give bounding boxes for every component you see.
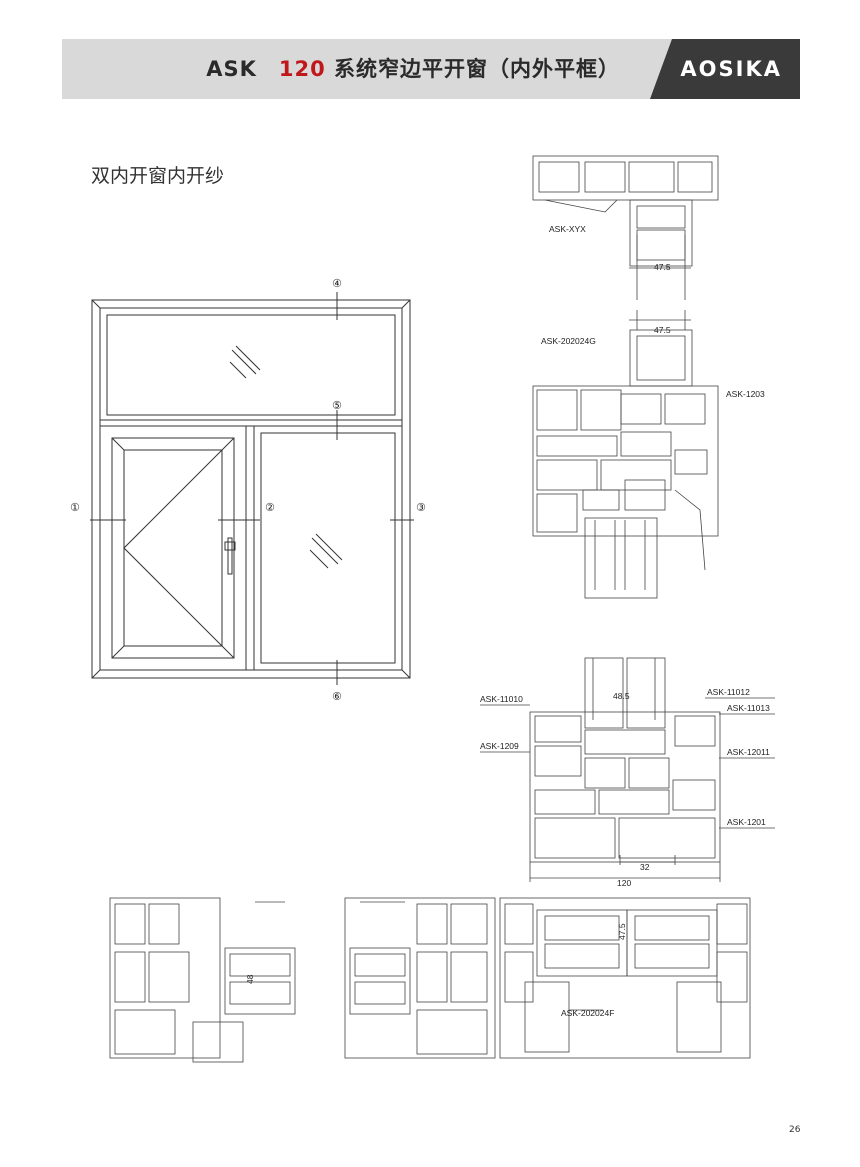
brand-prefix: ASK [206,57,257,81]
profile-ask-11012: ASK-11012 [707,687,750,697]
profile-ask-1203: ASK-1203 [726,389,765,399]
profile-ask-1201: ASK-1201 [727,817,766,827]
profile-ask-xyx: ASK-XYX [549,224,586,234]
dimension-47-5-upper: 47.5 [654,262,671,272]
dimension-48: 48 [245,974,255,984]
page-title: ASK 120 系统窄边平开窗（内外平框） [206,39,620,99]
profile-ask-11010: ASK-11010 [480,694,523,704]
marker-6: ⑥ [332,690,342,703]
section-title: 双内开窗内开纱 [91,165,225,187]
dimension-47-5-lower: 47.5 [654,325,671,335]
window-elevation-drawing: ④ ⑤ ① ② ③ ⑥ [70,277,426,703]
section-detail-top: ASK-XYX 47.5 47.5 ASK-202024G ASK-1203 [532,155,765,599]
dimension-47-5-bottom: 47.5 [617,923,627,940]
brand-logo: AOSIKA [680,57,782,81]
profile-ask-202024f: ASK-202024F [561,1008,614,1018]
logo-background [650,39,800,99]
dimension-32: 32 [640,862,650,872]
profile-ask-12011: ASK-12011 [727,747,770,757]
marker-3: ③ [416,501,426,514]
marker-2: ② [265,501,275,514]
header-band: ASK 120 系统窄边平开窗（内外平框） AOSIKA [62,39,800,99]
section-detail-bottom: 47.5 48 ASK-202024F [109,897,751,1063]
marker-5: ⑤ [332,399,342,412]
marker-1: ① [70,501,80,514]
section-detail-middle: ASK-11010 ASK-1209 ASK-11012 ASK-11013 A… [480,657,775,888]
profile-ask-202024g: ASK-202024G [541,336,596,346]
profile-ask-1209: ASK-1209 [480,741,519,751]
dimension-48-5: 48.5 [613,691,630,701]
marker-4: ④ [332,277,342,290]
page-number: 26 [789,1125,801,1135]
dimension-120: 120 [617,878,631,888]
series-number: 120 [278,57,326,81]
series-title: 系统窄边平开窗（内外平框） [334,57,620,81]
profile-ask-11013: ASK-11013 [727,703,770,713]
